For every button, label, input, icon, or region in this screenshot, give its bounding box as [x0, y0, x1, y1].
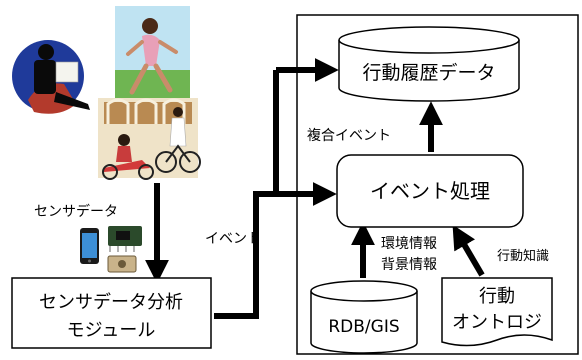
rdb-gis-label: RDB/GIS	[328, 317, 399, 337]
event-processing-label: イベント処理	[370, 179, 490, 203]
analysis-module-label-2: モジュール	[67, 320, 156, 341]
analysis-module-label-1: センサデータ分析	[39, 292, 183, 313]
behavior-knowledge-label: 行動知識	[497, 248, 549, 264]
event-processing-node: イベント処理	[336, 154, 524, 228]
bg-info-label: 背景情報	[381, 257, 437, 273]
ontology-label-1: 行動	[479, 286, 515, 307]
sensor-data-label: センサデータ	[34, 203, 118, 220]
smartphone-icon	[80, 228, 99, 264]
arrow-ontology-to-event	[452, 224, 485, 277]
event-label: イベント	[205, 231, 261, 247]
analysis-module-node: センサデータ分析 モジュール	[11, 277, 212, 349]
sensor-chip-icon	[107, 226, 142, 273]
behavior-ontology-document: 行動 オントロジ	[441, 277, 553, 347]
composite-event-label: 複合イベント	[307, 127, 391, 144]
history-label: 行動履歴データ	[362, 62, 495, 84]
street-scooter-bicycle-icon	[98, 98, 201, 180]
businessman-reading-icon	[12, 40, 90, 114]
ontology-label-2: オントロジ	[452, 312, 542, 333]
rdb-gis-datastore: RDB/GIS	[310, 280, 418, 354]
woman-jogging-icon	[115, 6, 190, 98]
env-info-label: 環境情報	[381, 236, 437, 252]
history-datastore: 行動履歴データ	[338, 26, 520, 102]
